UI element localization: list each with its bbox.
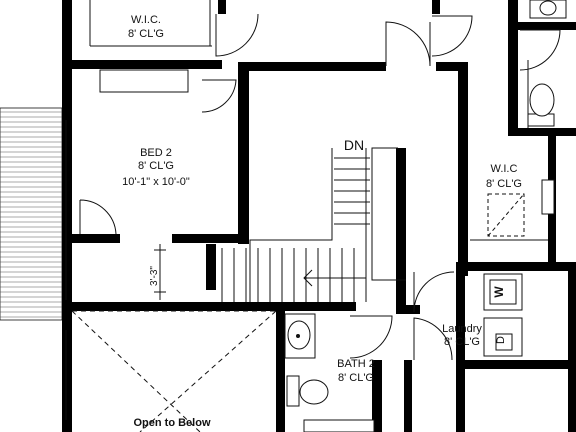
laundry-appliances: [483, 273, 523, 357]
toilet-upper: [527, 0, 567, 127]
dryer-label: D: [495, 336, 507, 344]
washer-label: W: [492, 286, 506, 298]
wic-top-name: W.I.C.: [131, 14, 161, 26]
bath2-name: BATH 2: [337, 358, 375, 370]
wic-top-ceiling: 8' CL'G: [128, 28, 164, 40]
stairs-direction: DN: [344, 137, 364, 153]
bed2-size: 10'-1" x 10'-0": [122, 176, 190, 188]
laundry-name: Laundry: [442, 323, 482, 335]
laundry-ceiling: 8' CL'G: [444, 336, 480, 348]
dimension-label: 3'-3": [149, 266, 160, 286]
bath2-ceiling: 8' CL'G: [338, 372, 374, 384]
bed2-furniture: [99, 69, 189, 93]
wic-right-name: W.I.C: [491, 163, 518, 175]
open-to-below: [71, 310, 277, 432]
bed2-name: BED 2: [140, 147, 172, 159]
room-labels: W.I.C. 8' CL'G BED 2 8' CL'G 10'-1" x 10…: [122, 14, 522, 429]
wic-top-closet: [89, 0, 259, 57]
wic-right-ceiling: 8' CL'G: [486, 178, 522, 190]
walls: [62, 0, 576, 432]
stairs: [221, 147, 406, 302]
bed2-ceiling: 8' CL'G: [138, 160, 174, 172]
wic-right-closet: [470, 179, 555, 241]
open-below-label: Open to Below: [134, 417, 211, 429]
bath2-fixtures: [284, 313, 375, 432]
deck-area: [0, 107, 63, 321]
dimension-line: [154, 244, 166, 300]
